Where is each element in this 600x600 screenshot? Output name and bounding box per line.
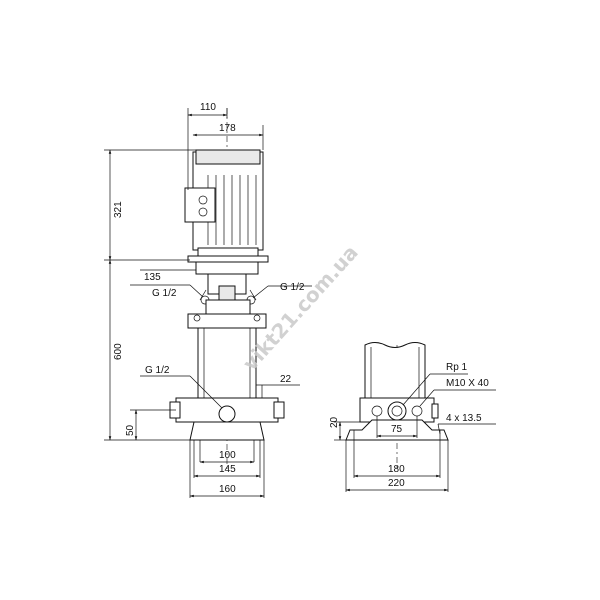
dim-145: 145 (193, 440, 261, 478)
dim-110: 110 (187, 102, 228, 190)
dim-75-label: 75 (391, 424, 403, 435)
base-foot (189, 421, 265, 441)
dim-321-label: 321 (113, 201, 124, 218)
dim-321: 321 (104, 149, 196, 261)
dim-600: 600 (104, 259, 190, 441)
bolt-label: M10 X 40 (446, 378, 489, 389)
motor-flange (197, 247, 259, 257)
dim-50-label: 50 (125, 424, 136, 436)
callout-g-half-drain: G 1/2 (140, 365, 223, 409)
dim-100: 100 (199, 448, 255, 464)
side-sleeve (364, 342, 426, 399)
g-half-right-label: G 1/2 (280, 282, 305, 293)
dim-20: 20 (329, 416, 360, 441)
dim-178: 178 (192, 123, 264, 150)
side-view: Rp 1 M10 X 40 4 x 13.5 20 75 (329, 342, 496, 492)
drain-plug-icon (218, 405, 236, 423)
dim-100-label: 100 (219, 450, 236, 461)
callout-g-half-right: G 1/2 (252, 282, 312, 299)
terminal-box (184, 187, 216, 223)
side-fitting (431, 403, 439, 419)
rp1-label: Rp 1 (446, 362, 468, 373)
cable-gland-icon (198, 207, 208, 217)
dim-20-label: 20 (329, 416, 340, 428)
callout-rp1: Rp 1 (402, 362, 468, 406)
tie-bolt-icon (253, 314, 261, 322)
pump-base (169, 397, 285, 448)
g-half-drain-label: G 1/2 (145, 365, 170, 376)
callout-g-half-left: G 1/2 (130, 284, 204, 299)
motor-stool (187, 255, 269, 315)
dim-160-label: 160 (219, 484, 236, 495)
dim-600-label: 600 (113, 343, 124, 360)
stool-body (195, 261, 259, 275)
holes-label: 4 x 13.5 (446, 413, 482, 424)
g-half-left-label: G 1/2 (152, 288, 177, 299)
dim-145-label: 145 (219, 464, 236, 475)
cable-gland-icon (198, 195, 208, 205)
motor-fan-cover (195, 149, 261, 165)
dim-220: 220 (345, 440, 449, 492)
sleeve-body (197, 327, 257, 399)
tie-bolt-icon (193, 314, 201, 322)
callout-holes: 4 x 13.5 (437, 413, 496, 435)
motor (184, 149, 264, 257)
dim-110-label: 110 (200, 102, 216, 113)
dim-180-label: 180 (388, 464, 405, 475)
dim-75: 75 (376, 416, 418, 438)
dim-22: 22 (256, 374, 300, 398)
dim-135-label: 135 (144, 272, 161, 283)
front-view: 110 178 321 600 50 (104, 102, 312, 498)
dim-135: 135 (140, 262, 197, 283)
callout-bolt: M10 X 40 (419, 378, 496, 407)
pump-sleeve (187, 313, 267, 399)
dim-160: 160 (189, 440, 265, 498)
dim-180: 180 (353, 440, 441, 478)
dim-178-label: 178 (219, 123, 236, 134)
dim-50: 50 (125, 409, 176, 441)
outlet-port (273, 401, 285, 419)
stool-top-plate (187, 255, 269, 263)
dim-220-label: 220 (388, 478, 405, 489)
pump-head (205, 299, 251, 315)
coupling (218, 285, 236, 301)
dim-22-label: 22 (280, 374, 292, 385)
